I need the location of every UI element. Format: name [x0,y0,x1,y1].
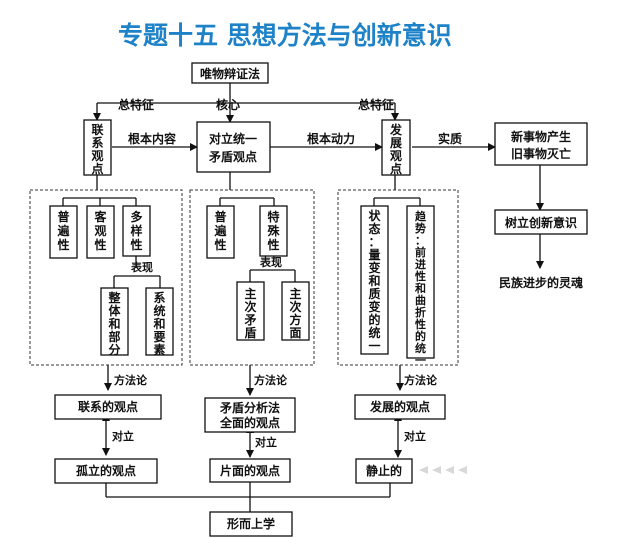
analysis-node: 矛盾分析法 全面的观点 [204,397,296,433]
edge-labels: 总特征 核心 总特征 根本内容 根本动力 实质 表现 表现 方法论 方法论 方法… [112,97,462,449]
svg-text:孤立的观点: 孤立的观点 [76,463,136,478]
static-node: 静止的 [355,458,413,484]
overlay-arrows-icon [414,459,484,481]
svg-text:矛盾观点: 矛盾观点 [208,149,257,164]
innovation-node: 树立创新意识 [494,209,588,235]
svg-text:唯物辩证法: 唯物辩证法 [200,66,260,81]
svg-text:发展观点: 发展观点 [389,122,403,176]
label-manifest-1: 表现 [130,260,153,274]
svg-text:旧事物灭亡: 旧事物灭亡 [511,146,571,161]
svg-text:客观性: 客观性 [93,209,107,252]
svg-text:联系的观点: 联系的观点 [78,399,138,414]
svg-text:普遍性: 普遍性 [213,209,227,252]
metaphysics-node: 形而上学 [209,511,293,537]
state-node: 状态：量变和质变的统一 [360,205,389,355]
label-oppose-2: 对立 [255,435,277,449]
label-method-1: 方法论 [114,373,148,387]
group-development [337,189,459,366]
main-secondary-aspect-node: 主次方面 [281,281,310,341]
svg-text:主次矛盾: 主次矛盾 [243,286,256,340]
isolated-node: 孤立的观点 [54,458,158,484]
svg-text:形而上学: 形而上学 [227,516,275,531]
new-old-node: 新事物产生 旧事物灭亡 [494,122,588,166]
svg-text:静止的: 静止的 [366,463,402,478]
diverse-node: 多样性 [122,205,151,257]
svg-text:对立统一: 对立统一 [209,131,257,146]
svg-text:新事物产生: 新事物产生 [511,129,571,144]
svg-text:矛盾分析法: 矛盾分析法 [219,400,280,415]
label-general-left: 总特征 [118,97,154,112]
svg-text:发展的观点: 发展的观点 [369,399,430,414]
label-oppose-1: 对立 [112,429,134,443]
svg-text:片面的观点: 片面的观点 [220,463,280,478]
label-method-2: 方法论 [254,373,288,387]
svg-text:树立创新意识: 树立创新意识 [505,215,577,230]
svg-text:整体和部分: 整体和部分 [107,290,121,357]
svg-text:全面的观点: 全面的观点 [219,415,280,430]
group-contradiction [189,189,315,366]
svg-text:主次方面: 主次方面 [289,286,301,340]
svg-text:普遍性: 普遍性 [56,209,70,252]
special-node: 特殊性 [259,205,288,257]
main-secondary-contradiction-node: 主次矛盾 [236,281,265,341]
system-elements-node: 系统和要素 [145,287,174,357]
trend-node: 趋势：前进性和曲折性的统一 [406,205,435,367]
universal-node-2: 普遍性 [206,205,235,259]
label-basic-force: 根本动力 [307,131,355,146]
svg-text:趋势：前进性和曲折性的统一: 趋势：前进性和曲折性的统一 [415,209,427,367]
label-general-right: 总特征 [358,97,394,112]
one-sided-node: 片面的观点 [209,458,291,483]
svg-text:联系观点: 联系观点 [91,123,103,176]
svg-text:民族进步的灵魂: 民族进步的灵魂 [499,275,583,290]
label-method-3: 方法论 [404,373,438,387]
label-essence: 实质 [438,131,462,146]
development-view-node: 发展观点 [381,119,411,176]
group-connection [29,189,183,366]
svg-text:多样性: 多样性 [129,209,142,252]
contradiction-view-node: 对立统一 矛盾观点 [196,121,271,173]
link-view-node: 联系观点 [83,119,112,176]
root-node: 唯物辩证法 [191,62,269,84]
label-core: 核心 [216,97,240,112]
connectors [62,83,544,512]
page-title: 专题十五 思想方法与创新意识 [118,21,452,50]
whole-part-node: 整体和部分 [100,287,129,357]
label-manifest-2: 表现 [259,255,282,269]
svg-text:状态：量变和质变的统一: 状态：量变和质变的统一 [367,208,381,353]
svg-text:特殊性: 特殊性 [266,209,280,252]
link-viewpoint-node: 联系的观点 [54,394,162,420]
label-basic-content: 根本内容 [128,131,176,146]
objective-node: 客观性 [86,205,115,259]
universal-node: 普遍性 [49,205,78,259]
soul-node: 民族进步的灵魂 [499,275,583,290]
svg-text:系统和要素: 系统和要素 [152,290,165,357]
label-oppose-3: 对立 [404,429,426,443]
develop-viewpoint-node: 发展的观点 [354,394,446,420]
